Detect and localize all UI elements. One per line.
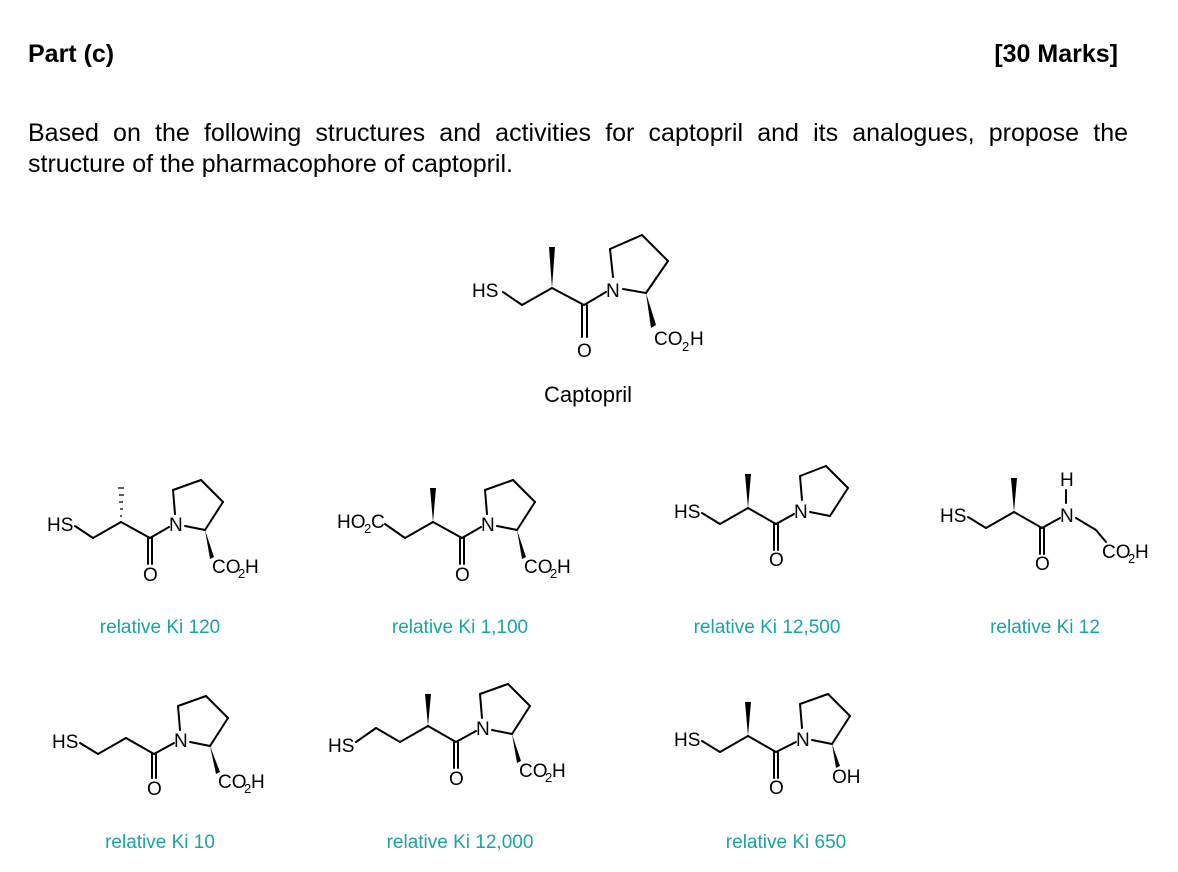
atom-label-sub2: 2 [1128,551,1135,566]
atom-label-sub2: 2 [244,781,251,796]
atom-label-sub2: 2 [682,339,689,354]
atom-label-n: N [174,731,188,752]
atom-label-n: N [169,515,183,536]
analogue-7-structure: HS O N OH [674,693,861,799]
atom-label-hs: HS [472,281,498,302]
atom-label-sub2: 2 [545,770,552,785]
analogue-4-activity: relative Ki 12 [990,617,1100,638]
atom-label-h: H [245,557,259,578]
atom-label-co: CO [524,557,553,578]
atom-label-h: H [251,772,265,793]
analogue-2-activity: relative Ki 1,100 [391,617,529,638]
atom-label-n: N [481,515,495,536]
analogue-5-structure: HS O N CO 2 H [52,695,265,800]
atom-label-ho: HO [337,512,366,533]
atom-label-h: H [1135,542,1149,563]
atom-label-n: N [794,502,808,523]
part-heading: Part (c) [28,40,115,68]
atom-label-c: C [371,512,385,533]
analogue-3-activity: relative Ki 12,500 [693,617,841,638]
captopril-name: Captopril [544,382,633,407]
atom-label-o: O [1035,554,1050,575]
atom-label-sub2: 2 [364,521,371,536]
analogue-4-structure: HS O N H CO 2 H [940,470,1149,575]
atom-label-hs: HS [674,730,700,751]
atom-label-sub2: 2 [238,566,245,581]
analogue-6-activity: relative Ki 12,000 [386,832,534,853]
atom-label-o: O [449,769,464,790]
atom-label-co: CO [519,761,548,782]
atom-label-h: H [557,557,571,578]
atom-label-o: O [769,778,784,799]
atom-label-n: N [796,730,810,751]
question-text: Based on the following structures and ac… [28,119,1128,178]
atom-label-n: N [1060,506,1074,527]
analogue-1-structure: HS O N CO 2 H [47,479,259,586]
atom-label-hs: HS [674,502,700,523]
atom-label-co: CO [212,557,241,578]
atom-label-h: H [690,329,704,350]
atom-label-hs: HS [52,732,78,753]
atom-label-co: CO [1102,542,1131,563]
analogue-3-structure: HS O N [674,465,849,571]
analogue-7-activity: relative Ki 650 [725,832,847,853]
atom-label-co: CO [654,329,683,350]
analogue-5-activity: relative Ki 10 [105,832,215,853]
atom-label-n: N [606,281,620,302]
atom-label-hs: HS [940,506,966,527]
atom-label-hs: HS [328,736,354,757]
atom-label-o: O [769,550,784,571]
analogue-6-structure: HS O N CO 2 H [328,683,566,790]
atom-label-o: O [577,341,592,362]
analogue-2-structure: HO 2 C O N CO 2 H [337,479,571,586]
atom-label-co: CO [218,772,247,793]
atom-label-sub2: 2 [550,566,557,581]
atom-label-n: N [476,719,490,740]
atom-label-h: H [552,761,566,782]
atom-label-o: O [143,565,158,586]
analogue-1-activity: relative Ki 120 [99,617,221,638]
captopril-structure: HS O N CO 2 H [472,234,704,362]
atom-label-h: H [1060,470,1074,491]
marks-heading: [30 Marks] [994,40,1118,68]
atom-label-hs: HS [47,515,73,536]
atom-label-o: O [455,565,470,586]
atom-label-o: O [147,779,162,800]
atom-label-oh: OH [832,767,861,788]
